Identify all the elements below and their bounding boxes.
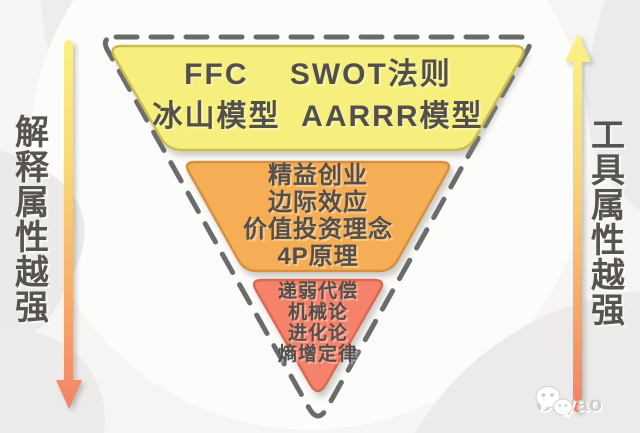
- right-axis-label: 工具属性越强: [591, 117, 625, 330]
- tier-top-line-2: 冰山模型 AARRR模型: [152, 100, 484, 133]
- tier-bottom-line-3: 进化论: [287, 323, 348, 344]
- right-up-arrow-icon: [565, 33, 591, 412]
- tier-bottom-line-1: 递弱代偿: [277, 281, 358, 302]
- tier-top-line-1: FFC SWOT法则: [184, 58, 452, 91]
- watermark: Czyao: [534, 384, 638, 426]
- tier-bottom-line-4: 熵增定律: [277, 344, 358, 365]
- tier-middle-line-2: 边际效应: [268, 189, 368, 216]
- background-shape: [0, 330, 105, 433]
- tier-top-text: FFC SWOT法则 冰山模型 AARRR模型: [100, 54, 536, 138]
- left-axis-label: 解释属性越强: [15, 114, 49, 327]
- background-shape: [415, 291, 640, 433]
- tier-middle-line-3: 价值投资理念: [243, 216, 393, 243]
- background-shape: [372, 310, 405, 372]
- tier-middle-shape: [185, 160, 451, 273]
- wechat-icon: [535, 385, 573, 419]
- tier-top-shape: [111, 44, 525, 152]
- left-down-arrow-icon: [56, 40, 82, 409]
- background-shape: [0, 150, 85, 342]
- funnel-dashed-outline: [102, 34, 533, 419]
- tier-middle-text: 精益创业 边际效应 价值投资理念 4P原理: [173, 162, 463, 270]
- tier-middle-line-4: 4P原理: [277, 243, 359, 270]
- tier-bottom-line-2: 机械论: [287, 302, 348, 323]
- tier-bottom-shape: [252, 278, 384, 393]
- tier-bottom-text: 递弱代偿 机械论 进化论 熵增定律: [233, 281, 403, 365]
- tier-middle-line-1: 精益创业: [268, 162, 368, 189]
- background-shape: [586, 0, 640, 210]
